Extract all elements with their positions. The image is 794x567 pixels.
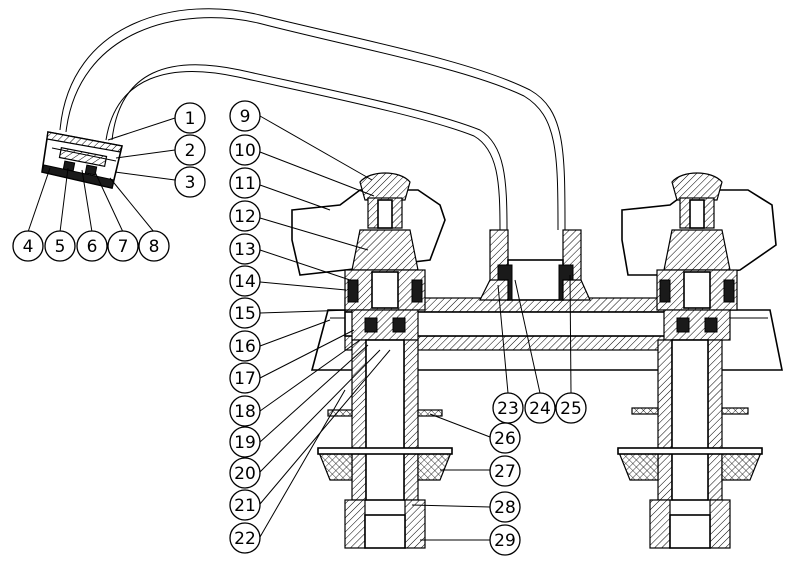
hose — [59, 8, 566, 231]
callout-label: 18 — [234, 402, 256, 422]
callout-label: 12 — [234, 207, 256, 227]
callout-label: 9 — [240, 107, 251, 127]
callout-label: 3 — [185, 173, 196, 193]
callout-21: 21 — [229, 489, 261, 521]
callout-label: 22 — [234, 529, 256, 549]
callout-20: 20 — [229, 457, 261, 489]
callout-label: 27 — [494, 462, 516, 482]
callout-label: 25 — [560, 399, 582, 419]
center-hose-connector — [479, 229, 591, 301]
callout-13: 13 — [229, 233, 261, 265]
callout-15: 15 — [229, 297, 261, 329]
callout-26: 26 — [489, 422, 521, 454]
callout-label: 15 — [234, 304, 256, 324]
callout-label: 23 — [497, 399, 519, 419]
callout-10: 10 — [229, 134, 261, 166]
callout-label: 6 — [87, 237, 98, 257]
callout-3: 3 — [174, 166, 206, 198]
callout-7: 7 — [107, 230, 139, 262]
callout-label: 10 — [234, 141, 256, 161]
callout-label: 11 — [234, 174, 256, 194]
callout-label: 16 — [234, 337, 256, 357]
callout-label: 29 — [494, 531, 516, 551]
callout-5: 5 — [44, 230, 76, 262]
callout-label: 28 — [494, 498, 516, 518]
callout-24: 24 — [524, 392, 556, 424]
callout-17: 17 — [229, 362, 261, 394]
right-valve — [617, 172, 777, 549]
callout-label: 21 — [234, 496, 256, 516]
callout-25: 25 — [555, 392, 587, 424]
callout-22: 22 — [229, 522, 261, 554]
callout-8: 8 — [138, 230, 170, 262]
callout-label: 20 — [234, 464, 256, 484]
left-valve — [291, 172, 453, 549]
callout-4: 4 — [12, 230, 44, 262]
callout-2: 2 — [174, 134, 206, 166]
callout-27: 27 — [489, 455, 521, 487]
callout-11: 11 — [229, 167, 261, 199]
callout-12: 12 — [229, 200, 261, 232]
callout-label: 2 — [185, 141, 196, 161]
spray-head — [41, 131, 123, 189]
callout-23: 23 — [492, 392, 524, 424]
callout-label: 26 — [494, 429, 516, 449]
callout-label: 5 — [55, 237, 66, 257]
callout-28: 28 — [489, 491, 521, 523]
callout-label: 19 — [234, 433, 256, 453]
callout-label: 17 — [234, 369, 256, 389]
callout-19: 19 — [229, 426, 261, 458]
callout-label: 24 — [529, 399, 551, 419]
callout-18: 18 — [229, 395, 261, 427]
callout-6: 6 — [76, 230, 108, 262]
callout-1: 1 — [174, 102, 206, 134]
callout-label: 14 — [234, 272, 256, 292]
callout-16: 16 — [229, 330, 261, 362]
callout-9: 9 — [229, 100, 261, 132]
callout-label: 7 — [118, 237, 129, 257]
callout-label: 4 — [23, 237, 34, 257]
leader-lines — [27, 115, 572, 541]
callout-label: 8 — [149, 237, 160, 257]
callout-label: 1 — [185, 109, 196, 129]
callout-29: 29 — [489, 524, 521, 556]
callout-label: 13 — [234, 240, 256, 260]
callout-14: 14 — [229, 265, 261, 297]
